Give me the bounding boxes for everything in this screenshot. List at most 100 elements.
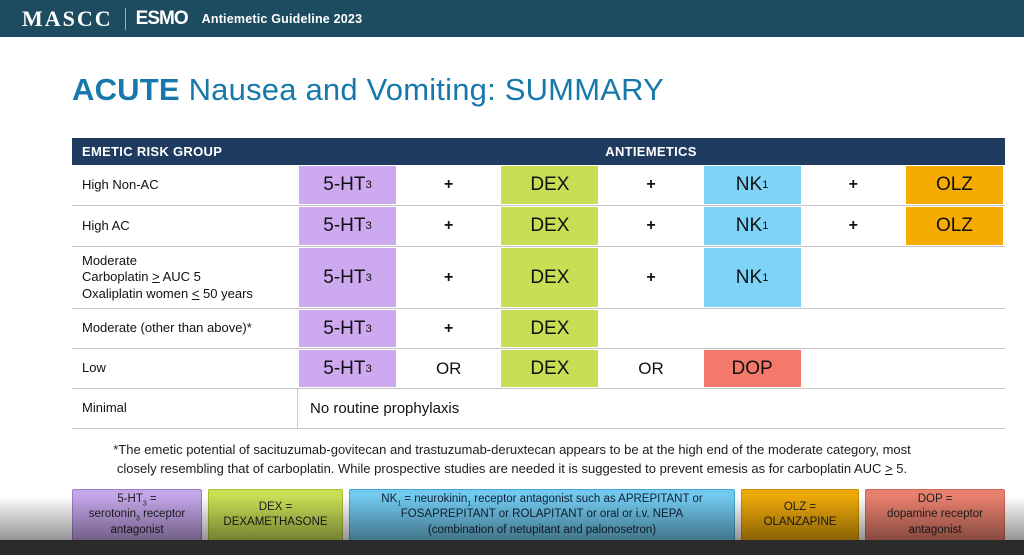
- plus-sign: +: [444, 319, 454, 337]
- cell-plus: +: [398, 165, 499, 205]
- row-label-line1: Moderate: [82, 253, 137, 269]
- plus-sign: +: [444, 176, 454, 193]
- empty-cell: [803, 349, 904, 388]
- row-label: High Non-AC: [82, 176, 159, 192]
- cell-plus: +: [398, 247, 499, 308]
- cell-plus: +: [803, 165, 904, 205]
- or-text: OR: [638, 358, 664, 378]
- legend-line: antagonist: [110, 523, 164, 536]
- cell-plus: +: [600, 247, 701, 308]
- empty-cell: [803, 247, 904, 308]
- legend-line: dopamine receptor: [887, 508, 983, 521]
- cell-plus: +: [803, 206, 904, 246]
- legend-box-5ht3: 5-HT3 = serotonin3 receptor antagonist: [72, 489, 202, 541]
- logo-divider: [124, 7, 126, 30]
- cell-plus: +: [600, 206, 701, 246]
- plus-sign: +: [444, 217, 454, 234]
- drug-chip-dex: DEX: [501, 310, 599, 347]
- footnote-line2: closely resembling that of carboplatin. …: [116, 460, 908, 476]
- cell-plus: +: [398, 206, 499, 246]
- esmo-logo: ESMO: [135, 7, 189, 29]
- title-emphasis: ACUTE: [72, 72, 180, 107]
- plus-sign: +: [646, 268, 656, 286]
- legend-box-dop: DOP = dopamine receptor antagonist: [865, 489, 1005, 541]
- plus-sign: +: [848, 217, 858, 234]
- title-rest: Nausea and Vomiting: SUMMARY: [179, 72, 665, 107]
- summary-table: EMETIC RISK GROUP ANTIEMETICS High Non-A…: [72, 138, 1005, 429]
- empty-cell: [702, 309, 803, 348]
- row-label: Moderate (other than above)*: [82, 320, 252, 336]
- footnote-line1: *The emetic potential of sacituzumab-gov…: [113, 442, 911, 457]
- cell-or: OR: [600, 349, 701, 388]
- banner-subtitle: Antiemetic Guideline 2023: [201, 11, 363, 26]
- or-text: OR: [435, 358, 462, 378]
- legend-line: FOSAPREPITANT or ROLAPITANT or oral or i…: [400, 508, 684, 521]
- cell-dop: DOP: [702, 349, 803, 388]
- cell-olz: OLZ: [904, 165, 1005, 205]
- cell-olz: OLZ: [904, 206, 1005, 246]
- drug-chip-dex: DEX: [501, 166, 599, 204]
- row-label: Minimal: [82, 400, 127, 416]
- cell-dex: DEX: [499, 165, 600, 205]
- row-label: Moderate Carboplatin > AUC 5 Oxaliplatin…: [72, 247, 297, 308]
- plus-sign: +: [848, 176, 858, 193]
- cell-dex: DEX: [499, 247, 600, 308]
- legend-line: (combination of netupitant and palonoset…: [427, 523, 657, 536]
- drug-chip-dex: DEX: [501, 207, 599, 245]
- header-antiemetics: ANTIEMETICS: [605, 144, 697, 159]
- plus-sign: +: [646, 176, 656, 193]
- cell-dex: DEX: [499, 349, 600, 388]
- drug-chip-dop: DOP: [703, 350, 801, 387]
- plus-sign: +: [444, 268, 454, 286]
- legend-box-olz: OLZ = OLANZAPINE: [741, 489, 859, 541]
- drug-chip-olz: OLZ: [905, 207, 1003, 245]
- cell-dex: DEX: [499, 206, 600, 246]
- mascc-logo: MASCC: [22, 5, 113, 31]
- row-label: High AC: [82, 217, 130, 233]
- cell-plus: +: [600, 165, 701, 205]
- footnote: *The emetic potential of sacituzumab-gov…: [50, 441, 974, 479]
- no-prophylaxis-text: No routine prophylaxis: [310, 400, 460, 417]
- legend-line: DEX =: [258, 500, 293, 513]
- row-label-line3: Oxaliplatin women < 50 years: [82, 285, 253, 301]
- legend-line: DOP =: [917, 493, 953, 506]
- table-row-moderate-carboplatin: Moderate Carboplatin > AUC 5 Oxaliplatin…: [72, 247, 1005, 309]
- cell-dex: DEX: [499, 309, 600, 348]
- cell-or: OR: [398, 349, 499, 388]
- cell-plus: +: [398, 309, 499, 348]
- empty-cell: [904, 247, 1005, 308]
- legend-line: OLZ =: [783, 500, 817, 513]
- legend-line: antagonist: [908, 523, 962, 536]
- minimal-content-cell: No routine prophylaxis: [297, 389, 1005, 428]
- row-label-line2: Carboplatin > AUC 5: [82, 269, 201, 285]
- row-label: Low: [82, 360, 106, 376]
- empty-cell: [600, 309, 701, 348]
- legend-line: DEXAMETHASONE: [223, 516, 328, 528]
- drug-chip-dex: DEX: [501, 248, 599, 307]
- legend-line: OLANZAPINE: [763, 516, 837, 528]
- plus-sign: +: [646, 217, 656, 234]
- legend-box-nk1: NK1 = neurokinin1 receptor antagonist su…: [349, 489, 735, 541]
- legend-line: NK1 = neurokinin1 receptor antagonist su…: [381, 493, 703, 508]
